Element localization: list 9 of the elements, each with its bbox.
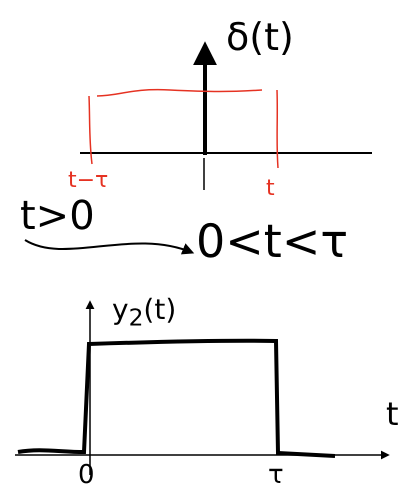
interval-label: t [266, 178, 275, 200]
tick-label: τ [268, 462, 284, 488]
axis-label: t [386, 398, 399, 430]
math-expression: 0<t<τ [196, 218, 348, 264]
math-expression: t>0 [20, 196, 95, 236]
axis-label: y$_{2}$(t) [112, 296, 176, 330]
arrow [24, 239, 194, 256]
interval-label: t−τ [68, 170, 108, 192]
axis-label: δ(t) [226, 18, 294, 56]
